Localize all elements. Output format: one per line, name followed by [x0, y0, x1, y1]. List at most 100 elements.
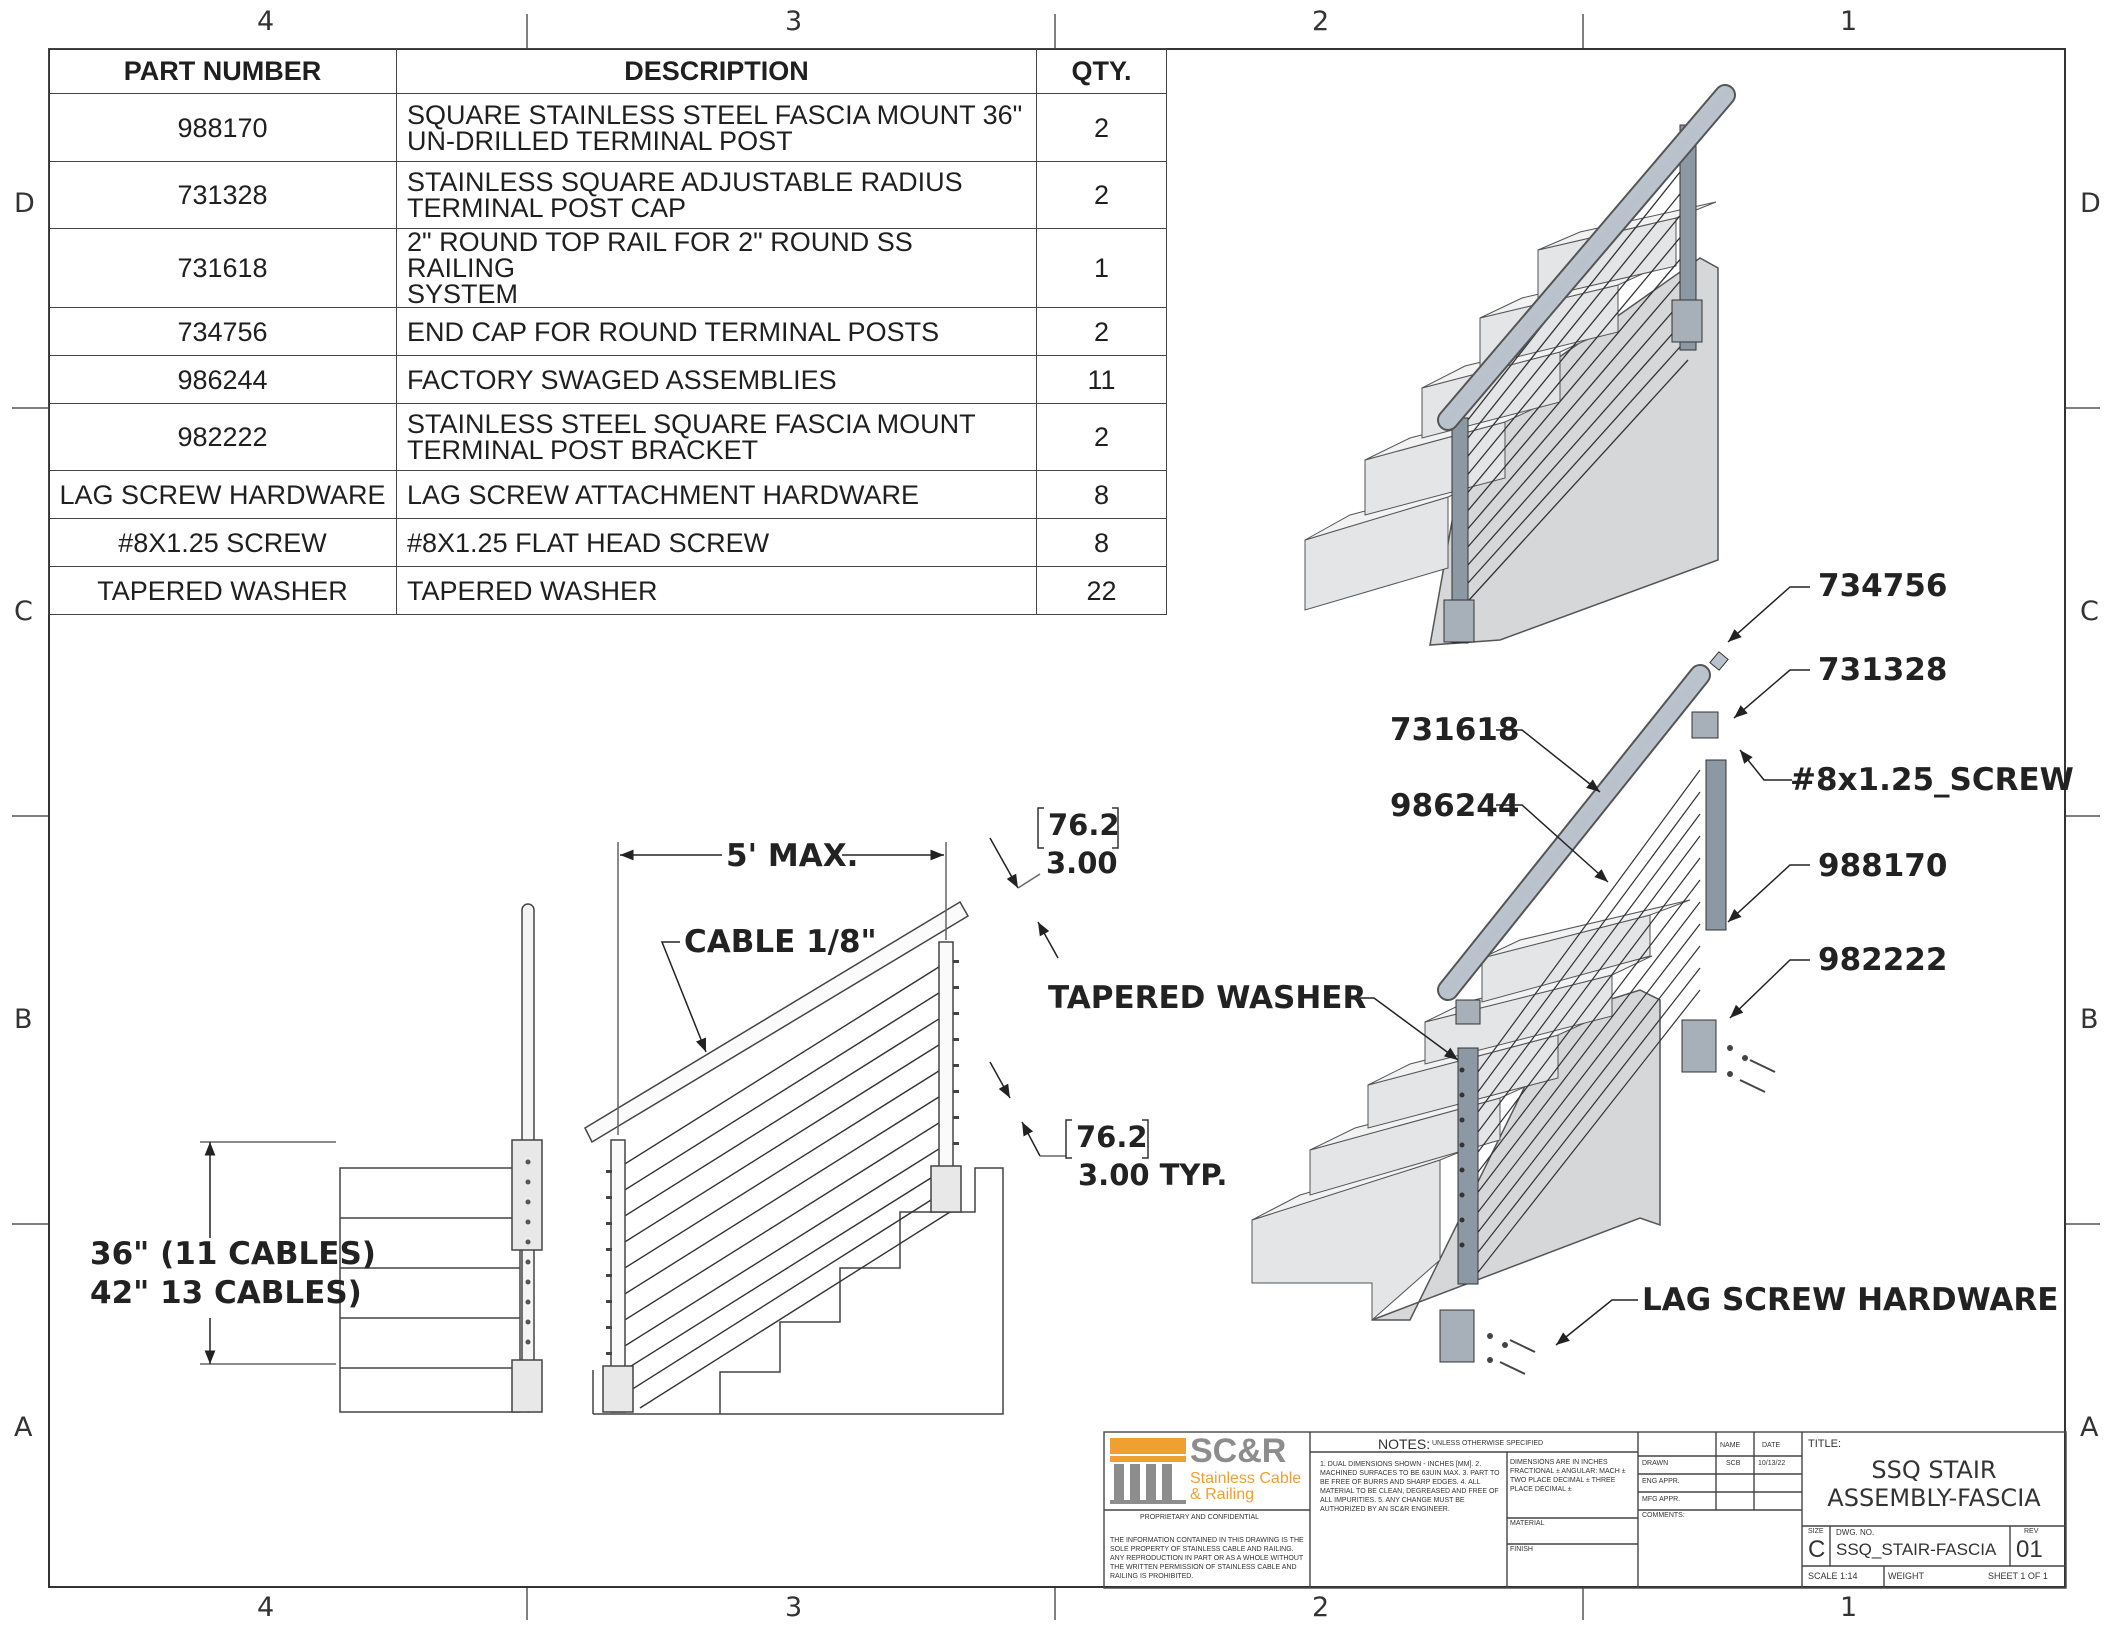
drawn-name: SCB — [1726, 1460, 1741, 1467]
bom-row: TAPERED WASHER TAPERED WASHER 22 — [48, 566, 1167, 615]
drawing-number: SSQ_STAIR-FASCIA — [1836, 1540, 1997, 1559]
name-header: NAME — [1720, 1442, 1741, 1449]
callout-8x1-25-screw: #8x1.25_SCREW — [1790, 762, 2074, 798]
bom-qty: 2 — [1036, 403, 1167, 471]
bom-row: 986244 FACTORY SWAGED ASSEMBLIES 11 — [48, 355, 1167, 404]
zone-ticks — [12, 14, 2100, 1620]
rail-gap-in: 3.00 — [1046, 846, 1118, 880]
front-elevation-view — [584, 837, 1066, 1415]
bom-part-number: TAPERED WASHER — [48, 566, 397, 615]
bom-desc-line: 2" ROUND TOP RAIL FOR 2" ROUND SS RAILIN… — [407, 227, 913, 283]
bom-desc-line: STAINLESS SQUARE ADJUSTABLE RADIUS — [407, 167, 963, 197]
notes-label: NOTES: — [1378, 1436, 1431, 1452]
zone-row-c-left: C — [14, 596, 33, 627]
title-label: TITLE: — [1808, 1438, 1842, 1450]
zone-row-a-left: A — [14, 1412, 33, 1443]
drawn-label: DRAWN — [1642, 1460, 1669, 1467]
rev-label: REV — [2024, 1528, 2039, 1535]
bom-desc-line: TERMINAL POST CAP — [407, 193, 687, 223]
bom-desc-line: STAINLESS STEEL SQUARE FASCIA MOUNT — [407, 409, 976, 439]
bom-header-row: PART NUMBER DESCRIPTION QTY. — [48, 48, 1167, 94]
mfg-appr-label: MFG APPR. — [1642, 1496, 1681, 1503]
zone-row-b-right: B — [2080, 1004, 2099, 1035]
callout-731618: 731618 — [1390, 712, 1520, 748]
comments-label: COMMENTS: — [1642, 1512, 1685, 1519]
dimension-brackets — [1037, 807, 1149, 1159]
bom-description: END CAP FOR ROUND TERMINAL POSTS — [396, 307, 1037, 356]
bom-part-number: 988170 — [48, 93, 397, 162]
bom-description: 2" ROUND TOP RAIL FOR 2" ROUND SS RAILIN… — [396, 227, 1037, 309]
title-block-grid — [1103, 1431, 2067, 1589]
scr-logo-icon — [1110, 1438, 1186, 1504]
bom-qty: 2 — [1036, 161, 1167, 229]
height-42-label: 42" 13 CABLES) — [90, 1275, 362, 1311]
finish-label: FINISH — [1510, 1546, 1533, 1553]
proprietary-label: PROPRIETARY AND CONFIDENTIAL — [1140, 1514, 1260, 1521]
bom-desc-line: SQUARE STAINLESS STEEL FASCIA MOUNT 36" — [407, 99, 1023, 130]
bom-part-number: 982222 — [48, 403, 397, 471]
bom-row: #8X1.25 SCREW #8X1.25 FLAT HEAD SCREW 8 — [48, 518, 1167, 567]
side-elevation-view — [200, 903, 543, 1413]
logo-line-1: Stainless Cable — [1190, 1470, 1302, 1487]
bom-row: 982222 STAINLESS STEEL SQUARE FASCIA MOU… — [48, 403, 1167, 471]
proprietary-note: THE INFORMATION CONTAINED IN THIS DRAWIN… — [1110, 1537, 1304, 1580]
exploded-isometric-view — [1251, 651, 1776, 1375]
dwg-no-label: DWG. NO. — [1836, 1528, 1875, 1537]
callout-lag-screw-hardware: LAG SCREW HARDWARE — [1642, 1282, 2059, 1318]
zone-row-a-right: A — [2080, 1412, 2099, 1443]
rail-gap-mm: 76.2 — [1048, 808, 1120, 842]
scale: SCALE 1:14 — [1808, 1571, 1858, 1581]
callout-731328: 731328 — [1818, 652, 1948, 688]
bom-header-qty: QTY. — [1036, 48, 1167, 94]
bom-description: #8X1.25 FLAT HEAD SCREW — [396, 518, 1037, 567]
date-header: DATE — [1762, 1442, 1781, 1449]
revision: 01 — [2016, 1536, 2043, 1563]
zone-col-4-top: 4 — [257, 6, 275, 37]
zone-col-2-top: 2 — [1312, 6, 1330, 37]
callout-986244: 986244 — [1390, 788, 1520, 824]
callout-982222: 982222 — [1818, 942, 1948, 978]
bom-desc-line: TERMINAL POST BRACKET — [407, 435, 759, 465]
bom-description: SQUARE STAINLESS STEEL FASCIA MOUNT 36"U… — [396, 93, 1037, 162]
span-dimension: 5' MAX. — [726, 838, 859, 874]
sheet-number: SHEET 1 OF 1 — [1988, 1571, 2048, 1581]
bom-part-number: #8X1.25 SCREW — [48, 518, 397, 567]
bom-row: LAG SCREW HARDWARE LAG SCREW ATTACHMENT … — [48, 470, 1167, 519]
eng-appr-label: ENG APPR. — [1642, 1478, 1680, 1485]
notes-body: 1. DUAL DIMENSIONS SHOWN - INCHES [MM]. … — [1320, 1461, 1500, 1513]
bom-part-number: 734756 — [48, 307, 397, 356]
zone-col-4-bottom: 4 — [257, 1592, 275, 1623]
zone-col-3-bottom: 3 — [785, 1592, 803, 1623]
bom-description: TAPERED WASHER — [396, 566, 1037, 615]
bom-header-desc: DESCRIPTION — [396, 48, 1037, 94]
size-label: SIZE — [1808, 1528, 1824, 1535]
zone-col-2-bottom: 2 — [1312, 1592, 1330, 1623]
callout-tapered-washer: TAPERED WASHER — [1048, 980, 1367, 1016]
cable-spacing-in: 3.00 TYP. — [1078, 1158, 1228, 1192]
bill-of-materials: PART NUMBER DESCRIPTION QTY. 988170 SQUA… — [48, 48, 1167, 615]
zone-row-c-right: C — [2080, 596, 2099, 627]
bom-qty: 8 — [1036, 470, 1167, 519]
bom-part-number: LAG SCREW HARDWARE — [48, 470, 397, 519]
zone-col-1-top: 1 — [1840, 6, 1858, 37]
bom-qty: 8 — [1036, 518, 1167, 567]
bom-part-number: 986244 — [48, 355, 397, 404]
zone-col-3-top: 3 — [785, 6, 803, 37]
bom-desc-line: SYSTEM — [407, 279, 519, 309]
drawing-title-line-1: SSQ STAIR — [1871, 1456, 1997, 1484]
bom-qty: 11 — [1036, 355, 1167, 404]
bom-description: FACTORY SWAGED ASSEMBLIES — [396, 355, 1037, 404]
callout-734756: 734756 — [1818, 568, 1948, 604]
bom-qty: 2 — [1036, 93, 1167, 162]
material-label: MATERIAL — [1510, 1520, 1545, 1527]
height-36-label: 36" (11 CABLES) — [90, 1236, 376, 1272]
bom-qty: 1 — [1036, 228, 1167, 308]
tolerances: DIMENSIONS ARE IN INCHES FRACTIONAL ± AN… — [1510, 1459, 1626, 1493]
cable-spacing-mm: 76.2 — [1076, 1120, 1148, 1154]
bom-description: LAG SCREW ATTACHMENT HARDWARE — [396, 470, 1037, 519]
bom-qty: 22 — [1036, 566, 1167, 615]
zone-col-1-bottom: 1 — [1840, 1592, 1858, 1623]
